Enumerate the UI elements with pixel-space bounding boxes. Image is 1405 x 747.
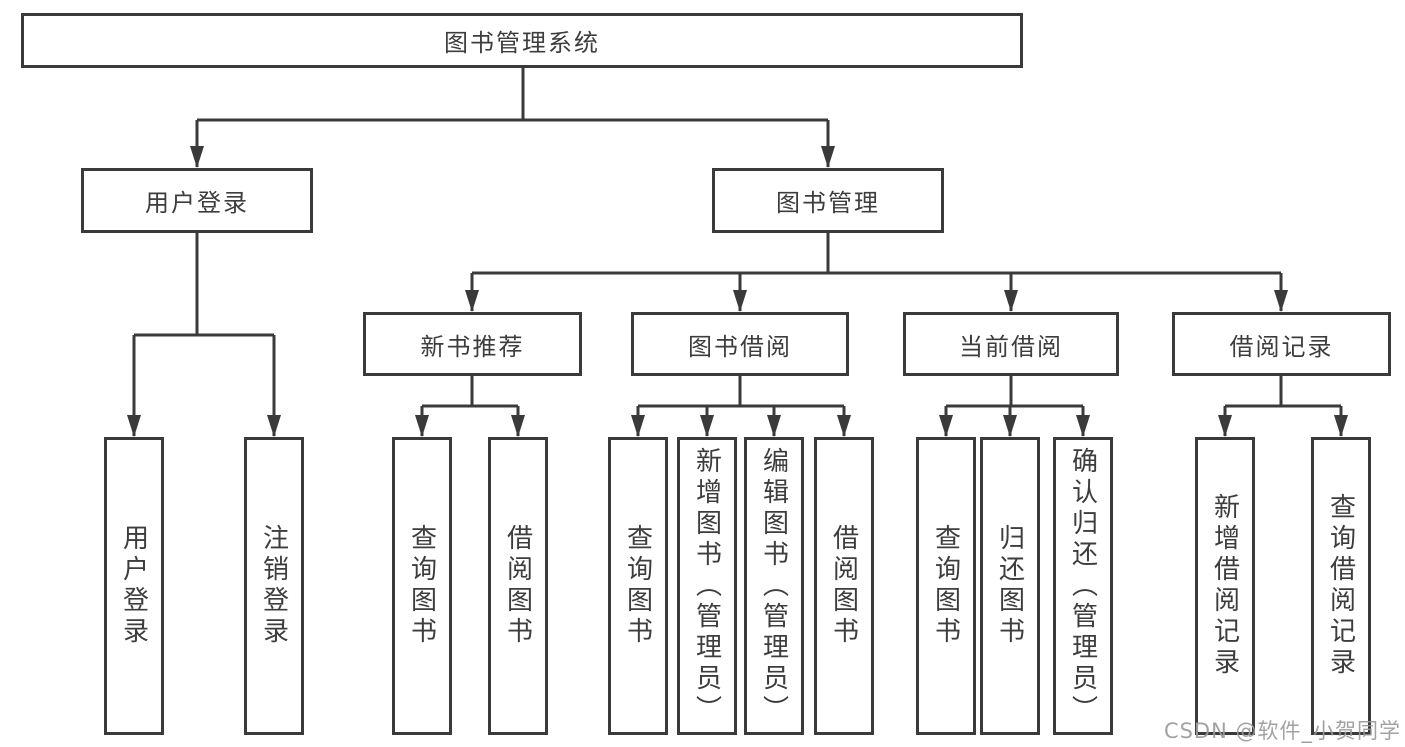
node-current-borrow: 当前借阅	[903, 312, 1119, 376]
leaf-query-borrow-record: 查询借阅记录	[1311, 437, 1371, 735]
connector-current-borrow	[946, 376, 1083, 408]
connector-new-book	[422, 376, 518, 408]
node-book-borrow: 图书借阅	[631, 312, 849, 376]
connector-user-login	[134, 233, 274, 337]
connector-borrow-records	[1225, 376, 1341, 408]
connector-book-management	[472, 233, 1281, 275]
watermark: CSDN @软件_小贺同学	[1163, 719, 1401, 743]
node-user-login: 用户登录	[81, 168, 313, 233]
leaf-query-books-recommend: 查询图书	[392, 437, 452, 735]
leaf-user-login: 用户登录	[104, 437, 164, 735]
leaf-add-borrow-record: 新增借阅记录	[1195, 437, 1255, 735]
leaf-logout-login: 注销登录	[244, 437, 304, 735]
leaf-confirm-return-admin: 确认归还（管理员）	[1053, 437, 1113, 735]
node-root: 图书管理系统	[21, 13, 1023, 68]
connector-book-borrow	[638, 376, 844, 408]
node-book-management: 图书管理	[712, 168, 944, 233]
leaf-borrow-books: 借阅图书	[814, 437, 874, 735]
leaf-return-books: 归还图书	[980, 437, 1040, 735]
node-new-book-recommend: 新书推荐	[363, 312, 582, 376]
leaf-borrow-books-recommend: 借阅图书	[488, 437, 548, 735]
leaf-query-books-current: 查询图书	[916, 437, 976, 735]
leaf-add-books-admin: 新增图书（管理员）	[677, 437, 737, 735]
leaf-edit-books-admin: 编辑图书（管理员）	[744, 437, 804, 735]
leaf-query-books-borrow: 查询图书	[608, 437, 668, 735]
connectors	[127, 68, 1348, 437]
node-borrow-records: 借阅记录	[1172, 312, 1391, 376]
connector-root	[197, 68, 828, 122]
